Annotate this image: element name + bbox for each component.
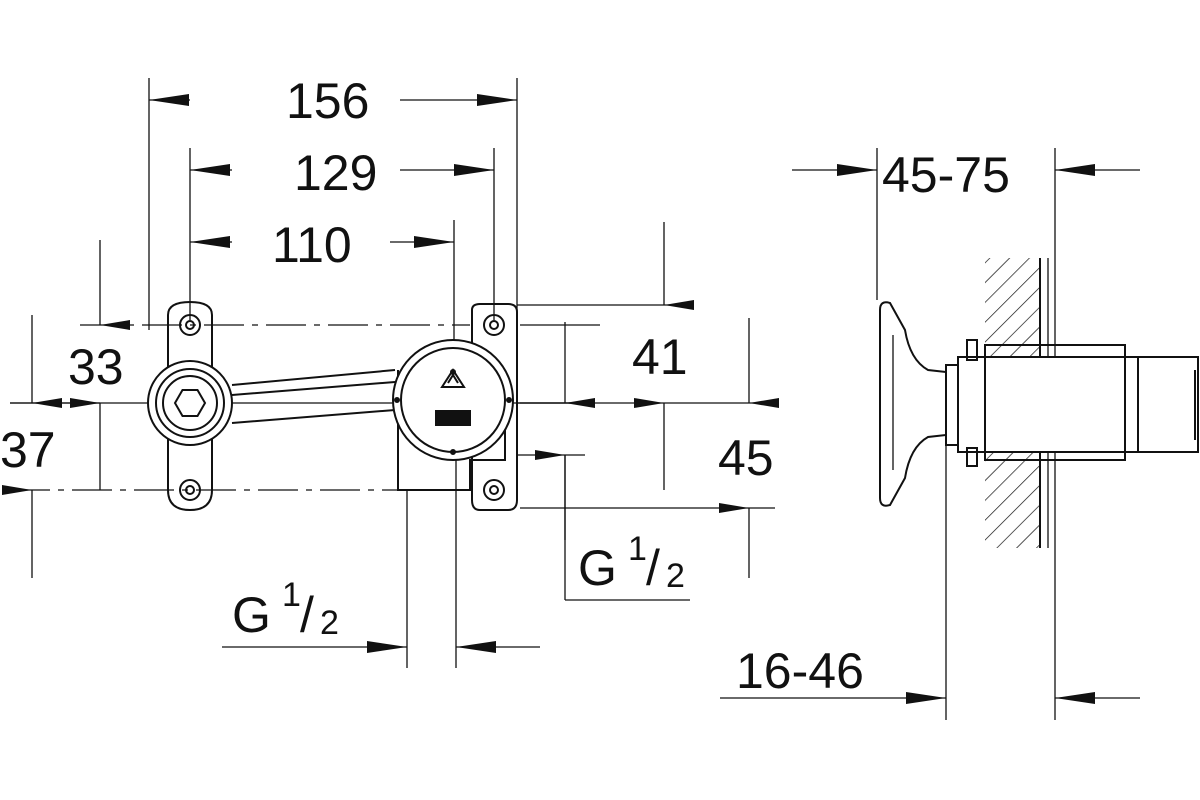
hex-nut <box>173 389 207 417</box>
thread-label-lower: G 1 / 2 <box>232 576 339 643</box>
label-33: 33 <box>68 339 124 395</box>
valve-body-circle <box>392 339 514 461</box>
svg-text:2: 2 <box>320 604 339 642</box>
front-view <box>10 78 775 668</box>
bracket-hole-top-left <box>179 314 201 336</box>
dimension-labels: 156 129 110 33 37 41 45 45-75 16-46 G 1 … <box>0 73 1010 699</box>
bracket-hole-top-right <box>483 314 505 336</box>
label-129: 129 <box>294 145 377 201</box>
bracket-hole-bottom-right <box>483 479 505 501</box>
front-dimension-lines <box>2 94 779 653</box>
svg-text:1: 1 <box>282 576 301 614</box>
svg-text:1: 1 <box>628 530 647 568</box>
grohe-logo <box>435 410 471 426</box>
svg-text:/: / <box>646 540 660 596</box>
bracket-hole-bottom-left <box>179 479 201 501</box>
side-body-main <box>957 356 1199 453</box>
svg-text:G: G <box>578 540 617 596</box>
label-41: 41 <box>632 329 688 385</box>
thread-label-right: G 1 / 2 <box>578 530 685 596</box>
label-16-46: 16-46 <box>736 643 864 699</box>
label-45-75: 45-75 <box>882 147 1010 203</box>
label-37: 37 <box>0 422 56 478</box>
mounting-bracket <box>167 300 213 512</box>
label-110: 110 <box>272 217 352 273</box>
label-156: 156 <box>286 73 369 129</box>
label-45: 45 <box>718 430 774 486</box>
connecting-pipe <box>231 369 396 424</box>
side-handle-plate <box>879 301 947 507</box>
side-dimension-lines <box>720 164 1140 704</box>
right-mounting-plate <box>471 303 518 511</box>
svg-text:G: G <box>232 587 271 643</box>
valve-body <box>397 370 506 491</box>
svg-text:2: 2 <box>666 557 685 595</box>
left-connector-outer <box>147 360 233 446</box>
side-view <box>876 148 1199 720</box>
svg-text:/: / <box>300 587 314 643</box>
